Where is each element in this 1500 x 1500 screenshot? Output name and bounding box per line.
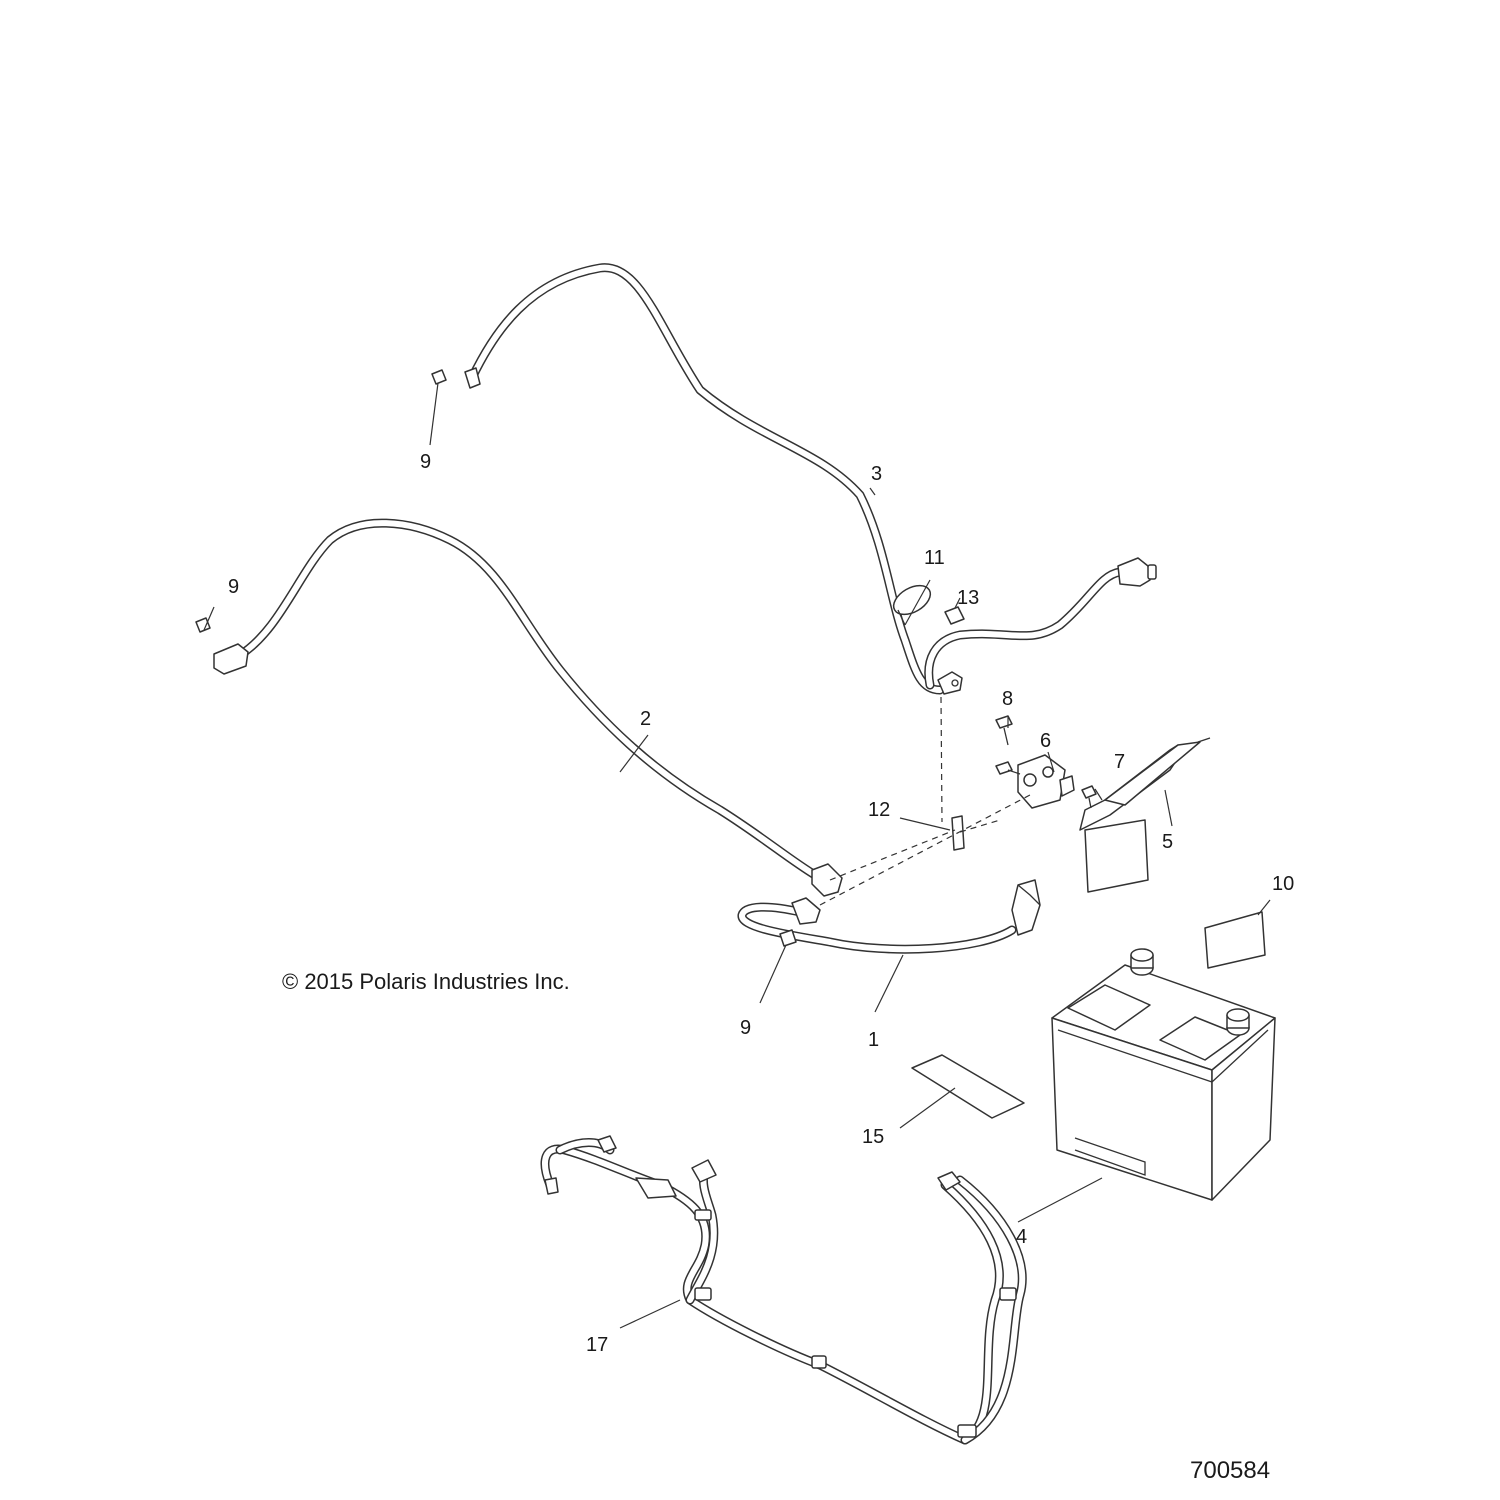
callout-9-a: 9 <box>420 451 431 473</box>
callout-15: 15 <box>862 1126 884 1148</box>
callout-10: 10 <box>1272 873 1294 895</box>
callout-4: 4 <box>1016 1226 1027 1248</box>
pad-15 <box>911 1054 1025 1119</box>
callout-8: 8 <box>1002 688 1013 710</box>
assembly-lines <box>819 696 1031 906</box>
callout-3: 3 <box>871 463 882 485</box>
battery-4 <box>1051 948 1276 1201</box>
callout-5: 5 <box>1162 831 1173 853</box>
leader-lines <box>203 382 1271 1329</box>
callout-13: 13 <box>957 587 979 609</box>
nut-9-b <box>195 617 211 633</box>
callouts: 1 2 3 4 5 6 7 8 9 9 9 10 11 12 13 15 17 <box>228 451 1294 1356</box>
solenoid-6 <box>1017 754 1075 809</box>
bracket-5 <box>1079 737 1211 831</box>
cable-tie-11 <box>892 584 932 626</box>
callout-17: 17 <box>586 1334 608 1356</box>
callout-7: 7 <box>1114 751 1125 773</box>
bolt-7 <box>1081 785 1097 809</box>
callout-11: 11 <box>924 547 945 569</box>
callout-2: 2 <box>640 708 651 730</box>
cable-1 <box>737 879 1041 954</box>
nut-13 <box>944 606 965 625</box>
nut-9-a <box>431 369 447 385</box>
copyright-text: © 2015 Polaris Industries Inc. <box>282 969 570 994</box>
bolt-8 <box>995 715 1013 746</box>
cable-3 <box>464 263 1157 695</box>
callout-9-b: 9 <box>228 576 239 598</box>
nut-9-c <box>779 929 797 947</box>
harness-17 <box>540 1135 1027 1445</box>
pad-10 <box>1084 819 1266 969</box>
figure-id: 700584 <box>1190 1457 1270 1484</box>
callout-1: 1 <box>868 1029 879 1051</box>
callout-9-c: 9 <box>740 1017 751 1039</box>
cable-2 <box>213 518 843 897</box>
bolt-solenoid <box>995 761 1021 775</box>
callout-6: 6 <box>1040 730 1051 752</box>
callout-12: 12 <box>868 799 890 821</box>
